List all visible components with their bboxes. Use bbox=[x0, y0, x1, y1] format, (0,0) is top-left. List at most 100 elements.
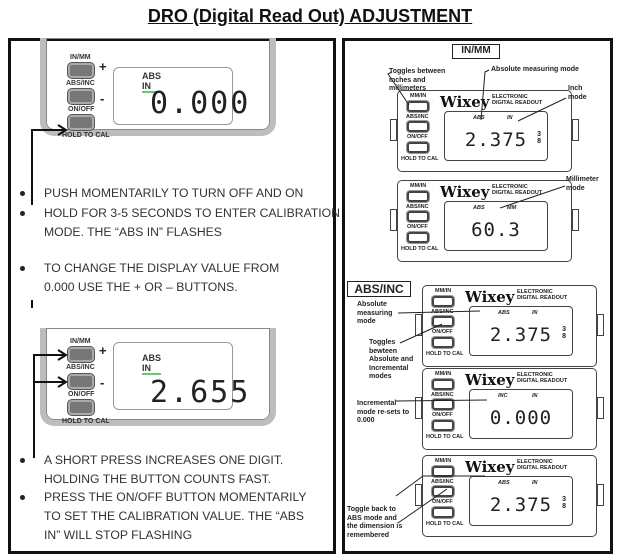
mount-tab bbox=[572, 209, 579, 231]
instruction-text: PRESS THE ON/OFF BUTTON MOMENTARILY bbox=[44, 490, 307, 504]
abs-inc-button[interactable] bbox=[432, 316, 454, 327]
bullet bbox=[20, 191, 25, 196]
unit-indicator: IN bbox=[532, 310, 538, 316]
display-value: 60.3 bbox=[471, 219, 521, 241]
fraction-numerator: 3 bbox=[562, 326, 566, 333]
instruction-text: HOLDING THE BUTTON COUNTS FAST. bbox=[44, 472, 272, 486]
display-value: 0.000 bbox=[489, 407, 553, 429]
plus-sign: + bbox=[99, 343, 107, 358]
button-label: ABS/INC bbox=[406, 204, 429, 210]
display-value: 2.375 bbox=[489, 494, 553, 516]
abs-inc-button[interactable] bbox=[432, 399, 454, 410]
lcd-display: ABS MM 60.3 bbox=[444, 201, 548, 251]
hold-to-cal-button[interactable] bbox=[68, 400, 94, 415]
instruction-text: TO CHANGE THE DISPLAY VALUE FROM bbox=[44, 261, 280, 275]
annotation: Incremental mode re-sets to 0.000 bbox=[357, 400, 410, 424]
minus-sign: - bbox=[100, 375, 105, 390]
on-off-button[interactable] bbox=[407, 142, 429, 153]
abs-inc-button[interactable] bbox=[432, 486, 454, 497]
bullet bbox=[20, 266, 25, 271]
plus-button[interactable] bbox=[68, 63, 94, 78]
mount-tab bbox=[390, 209, 397, 231]
abs-inc-button[interactable] bbox=[407, 121, 429, 132]
display-value: 2.375 bbox=[489, 324, 553, 346]
button-label: ABS/INC bbox=[406, 114, 429, 120]
fraction-denominator: 8 bbox=[537, 138, 541, 145]
wixey-dro-device: MM/IN ABS/INC ON/OFF HOLD TO CAL Wixey E… bbox=[390, 180, 579, 262]
in-mm-section-label: IN/MM bbox=[452, 44, 500, 59]
annotation: Millimeter mode bbox=[566, 176, 599, 192]
subtitle-line: DIGITAL READOUT bbox=[517, 378, 568, 384]
fraction-denominator: 8 bbox=[562, 503, 566, 510]
mm-in-button[interactable] bbox=[407, 191, 429, 202]
mm-in-button[interactable] bbox=[432, 296, 454, 307]
instruction-text: A SHORT PRESS INCREASES ONE DIGIT. bbox=[44, 453, 284, 467]
wixey-logo: Wixey bbox=[440, 93, 490, 111]
lcd-display bbox=[113, 342, 233, 410]
mm-in-button[interactable] bbox=[407, 101, 429, 112]
on-off-button[interactable] bbox=[432, 337, 454, 348]
subtitle-line: ELECTRONIC bbox=[517, 372, 553, 378]
abs-inc-button[interactable] bbox=[407, 211, 429, 222]
button-label: HOLD TO CAL bbox=[426, 521, 464, 527]
wixey-logo: Wixey bbox=[465, 371, 515, 389]
wixey-dro-device: MM/IN ABS/INC ON/OFF HOLD TO CAL Wixey E… bbox=[415, 285, 604, 367]
display-value: 2.375 bbox=[464, 129, 528, 151]
minus-button[interactable] bbox=[68, 89, 94, 104]
button-label: HOLD TO CAL bbox=[426, 434, 464, 440]
button-label: ON/OFF bbox=[68, 391, 95, 398]
button-label: MM/IN bbox=[435, 288, 452, 294]
mount-tab bbox=[415, 314, 422, 336]
plus-button[interactable] bbox=[68, 347, 94, 362]
dro-bezel bbox=[40, 38, 276, 136]
bullet bbox=[20, 495, 25, 500]
lcd-display: INC IN 0.000 bbox=[469, 389, 573, 439]
button-label: ON/OFF bbox=[407, 224, 428, 230]
button-label: IN/MM bbox=[70, 338, 91, 345]
annotation: Toggle back to ABS mode and the dimensio… bbox=[347, 506, 403, 539]
mode-indicator: ABS bbox=[473, 205, 485, 211]
lcd-display bbox=[113, 67, 233, 125]
mode-indicator: ABS bbox=[498, 310, 510, 316]
subtitle-line: DIGITAL READOUT bbox=[492, 190, 543, 196]
abs-inc-section-label: ABS/INC bbox=[347, 281, 411, 297]
mount-tab bbox=[597, 397, 604, 419]
button-label: ON/OFF bbox=[432, 499, 453, 505]
annotation: Absolute measuring mode bbox=[357, 301, 393, 325]
annotation: Toggles between inches and millimeters bbox=[389, 68, 446, 92]
mm-in-button[interactable] bbox=[432, 466, 454, 477]
unit-indicator: IN bbox=[532, 480, 538, 486]
mode-indicator: INC bbox=[498, 393, 508, 399]
on-off-button[interactable] bbox=[407, 232, 429, 243]
minus-button[interactable] bbox=[68, 374, 94, 389]
hold-to-cal-button[interactable] bbox=[68, 115, 94, 130]
on-off-button[interactable] bbox=[432, 420, 454, 431]
instruction-text: IN” WILL STOP FLASHING bbox=[44, 528, 193, 542]
instruction-text: HOLD FOR 3-5 SECONDS TO ENTER CALIBRATIO… bbox=[44, 206, 340, 220]
button-label: IN/MM bbox=[70, 54, 91, 61]
instruction-text: PUSH MOMENTARILY TO TURN OFF AND ON bbox=[44, 186, 304, 200]
button-label: MM/IN bbox=[435, 458, 452, 464]
abs-in-indicator: ABS IN bbox=[142, 353, 162, 375]
button-label: ABS/INC bbox=[66, 80, 95, 87]
wixey-dro-device: MM/IN ABS/INC ON/OFF HOLD TO CAL Wixey E… bbox=[415, 368, 604, 450]
mount-tab bbox=[415, 484, 422, 506]
mode-indicator: ABS bbox=[498, 480, 510, 486]
unit-indicator: IN bbox=[507, 115, 513, 121]
button-label: ABS/INC bbox=[431, 479, 454, 485]
mm-in-button[interactable] bbox=[432, 379, 454, 390]
button-label: HOLD TO CAL bbox=[62, 418, 110, 425]
button-label: MM/IN bbox=[410, 183, 427, 189]
on-off-button[interactable] bbox=[432, 507, 454, 518]
mount-tab bbox=[572, 119, 579, 141]
subtitle-line: DIGITAL READOUT bbox=[492, 100, 543, 106]
subtitle-line: DIGITAL READOUT bbox=[517, 295, 568, 301]
wixey-logo: Wixey bbox=[465, 288, 515, 306]
